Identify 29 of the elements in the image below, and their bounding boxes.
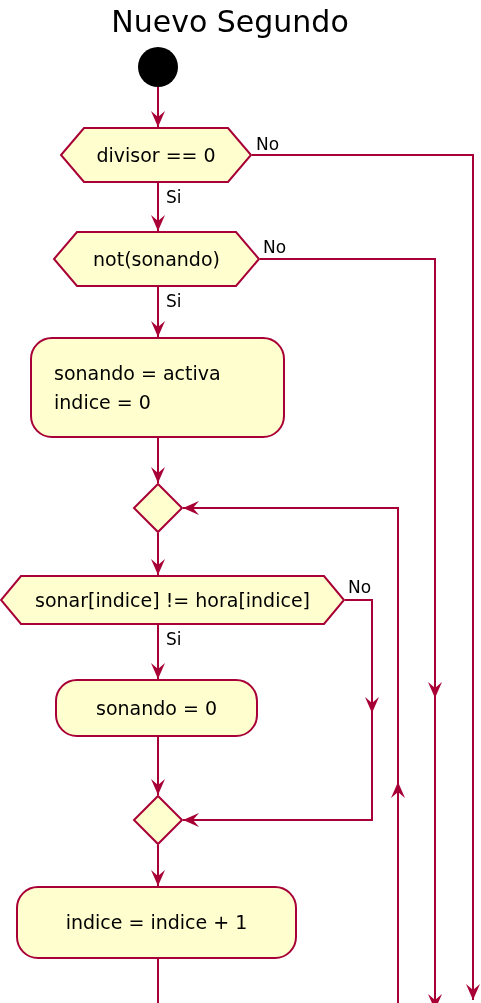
arrow: [151, 624, 165, 680]
action-box: [30, 337, 285, 438]
arrow: [151, 182, 165, 232]
arrow: [151, 286, 165, 338]
arrow: [151, 86, 165, 128]
arrow: [151, 532, 165, 576]
edge-label: Si: [166, 630, 182, 648]
diagram-title: Nuevo Segundo: [110, 4, 350, 39]
action-box: [16, 886, 297, 959]
edge-label: Si: [166, 188, 182, 206]
node-text: divisor == 0: [96, 142, 216, 168]
node-text: indice = 0: [54, 389, 151, 415]
node-text: sonar[indice] != hora[indice]: [35, 587, 310, 613]
node-text: indice = indice + 1: [65, 910, 248, 935]
edge-label: No: [348, 578, 372, 596]
action-box: [55, 679, 258, 737]
arrow: [182, 599, 379, 827]
edge-label: Si: [166, 292, 182, 310]
arrow: [157, 501, 405, 1003]
node-text: not(sonando): [93, 246, 220, 272]
edge-label: No: [256, 135, 280, 153]
node-text: sonando = 0: [96, 695, 217, 721]
arrow: [151, 437, 165, 484]
arrow: [259, 258, 442, 1003]
arrow: [151, 736, 165, 796]
edge-label: No: [263, 238, 287, 256]
node-text: sonando = activa: [54, 360, 221, 386]
arrow: [151, 844, 165, 887]
arrow: [251, 154, 480, 1001]
